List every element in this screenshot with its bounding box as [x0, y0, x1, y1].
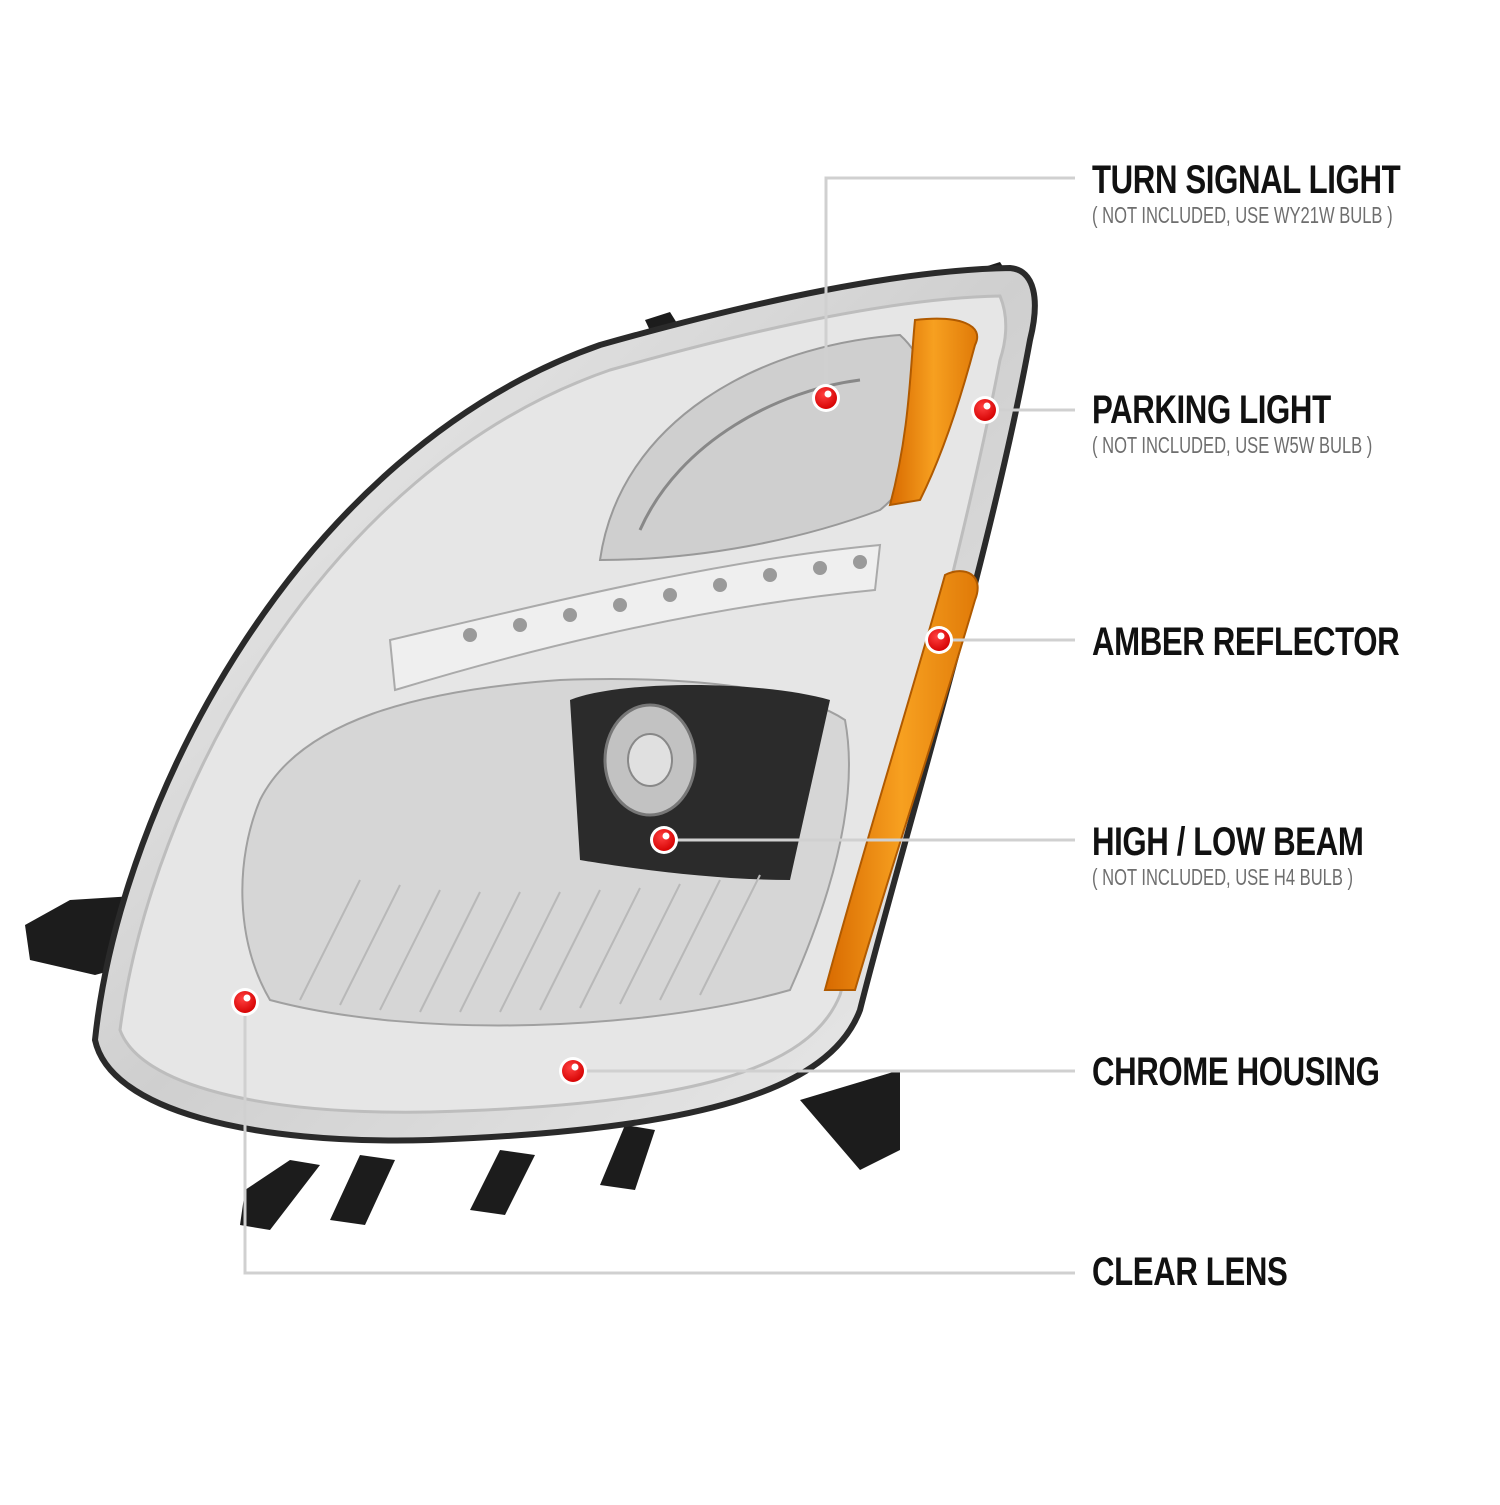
callout-dot-amber-reflector — [925, 626, 953, 654]
leader-line-turn-signal-light — [824, 176, 1075, 398]
leader-line-clear-lens — [243, 1002, 1075, 1275]
callout-label-chrome-housing: CHROME HOUSING — [1092, 1050, 1461, 1094]
callout-title: TURN SIGNAL LIGHT — [1092, 158, 1401, 202]
amber-side-reflector — [823, 570, 979, 991]
callout-title: CLEAR LENS — [1092, 1250, 1288, 1294]
callout-leader-lines — [243, 176, 1075, 1275]
callout-label-turn-signal-light: TURN SIGNAL LIGHT ( NOT INCLUDED, USE WY… — [1092, 158, 1500, 228]
callout-title: AMBER REFLECTOR — [1092, 620, 1400, 664]
callout-label-clear-lens: CLEAR LENS — [1092, 1250, 1343, 1294]
turn-signal-amber — [888, 317, 978, 507]
callout-dot-high-low-beam — [650, 826, 678, 854]
callout-dot-chrome-housing — [559, 1057, 587, 1085]
callout-subtitle: ( NOT INCLUDED, USE H4 BULB ) — [1092, 864, 1354, 890]
callout-label-amber-reflector: AMBER REFLECTOR — [1092, 620, 1486, 664]
callout-label-high-low-beam: HIGH / LOW BEAM ( NOT INCLUDED, USE H4 B… — [1092, 820, 1455, 890]
callout-dot-turn-signal-light — [812, 384, 840, 412]
callout-title: PARKING LIGHT — [1092, 388, 1331, 432]
callout-dot-parking-light — [971, 396, 999, 424]
callout-label-parking-light: PARKING LIGHT ( NOT INCLUDED, USE W5W BU… — [1092, 388, 1481, 458]
callout-markers — [231, 384, 999, 1085]
callout-subtitle: ( NOT INCLUDED, USE WY21W BULB ) — [1092, 202, 1393, 228]
callout-title: CHROME HOUSING — [1092, 1050, 1380, 1094]
callout-subtitle: ( NOT INCLUDED, USE W5W BULB ) — [1092, 432, 1373, 458]
callout-title: HIGH / LOW BEAM — [1092, 820, 1364, 864]
led-strip — [388, 543, 882, 692]
callout-dot-clear-lens — [231, 988, 259, 1016]
